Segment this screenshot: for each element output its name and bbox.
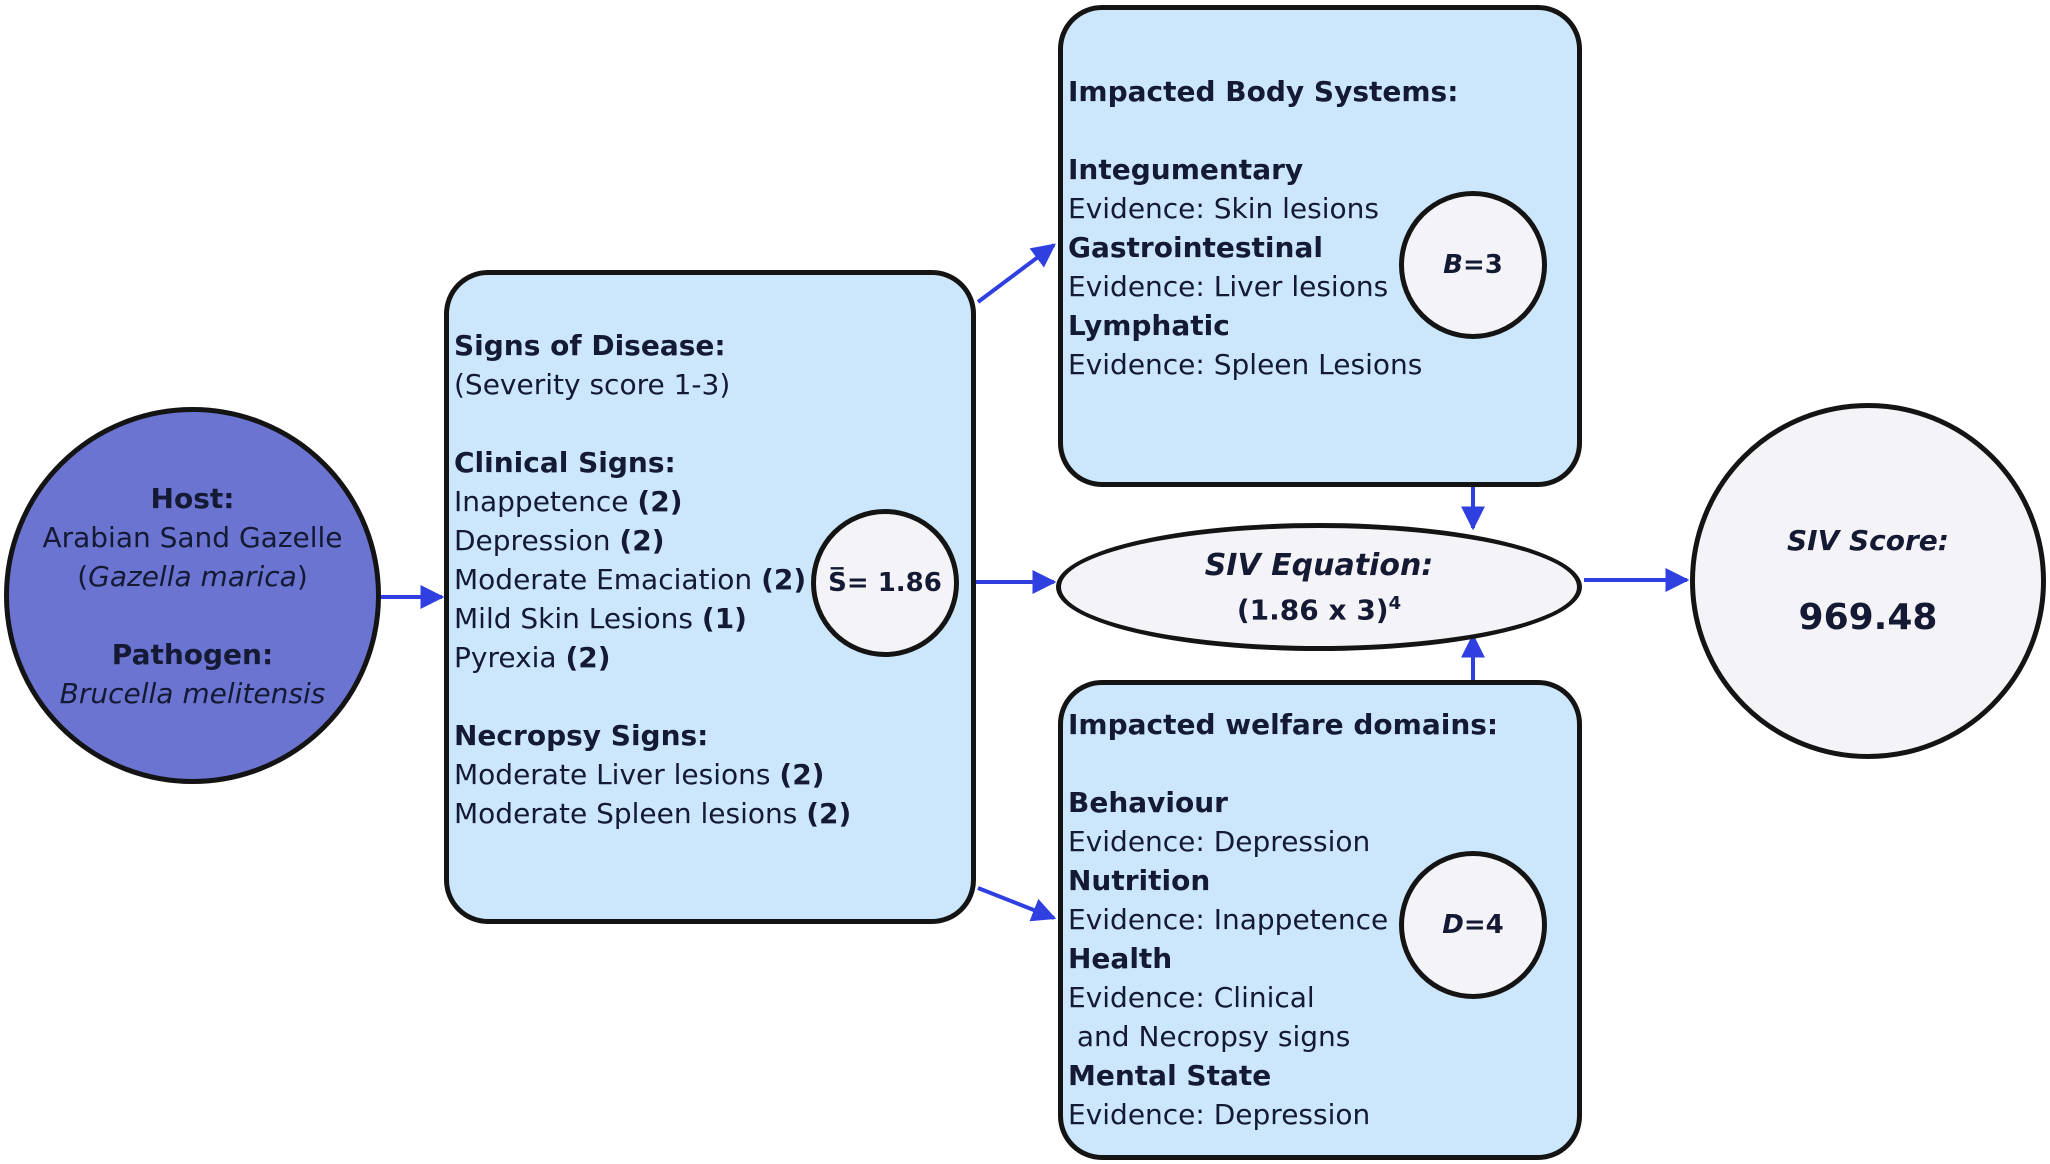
welfare-domain-name: Mental State xyxy=(1068,1059,1272,1092)
necropsy-sign: Moderate Spleen lesions (2) xyxy=(454,797,852,830)
clinical-signs-title: Clinical Signs: xyxy=(454,446,676,479)
body-system-evidence: Evidence: Liver lesions xyxy=(1068,270,1389,303)
necropsy-sign: Moderate Liver lesions (2) xyxy=(454,758,825,791)
necropsy-signs-title: Necropsy Signs: xyxy=(454,719,709,752)
siv-score-circle: SIV Score: 969.48 xyxy=(1690,403,2046,759)
welfare-domain-evidence: Evidence: Depression xyxy=(1068,825,1371,858)
welfare-domain-name: Behaviour xyxy=(1068,786,1228,819)
arrow-signs-to-body-systems xyxy=(976,243,1056,304)
host-species: Gazella marica xyxy=(88,559,297,593)
body-system-name: Gastrointestinal xyxy=(1068,231,1323,264)
body-systems-text: Impacted Body Systems: Integumentary Evi… xyxy=(1068,72,1458,384)
body-system-evidence: Evidence: Skin lesions xyxy=(1068,192,1379,225)
b-score-value: B=3 xyxy=(1443,250,1503,280)
body-systems-title: Impacted Body Systems: xyxy=(1068,75,1459,108)
host-label: Host: xyxy=(150,481,235,515)
mean-severity-circle: S̅= 1.86 xyxy=(811,509,959,657)
signs-subtitle: (Severity score 1-3) xyxy=(454,368,731,401)
welfare-domain-evidence: and Necropsy signs xyxy=(1068,1020,1351,1053)
host-open-paren: ( xyxy=(77,559,89,593)
equation-formula: (1.86 x 3)4 xyxy=(1236,592,1402,627)
pathogen-label: Pathogen: xyxy=(111,637,274,671)
body-system-name: Integumentary xyxy=(1068,153,1304,186)
host-species-line: (Gazella marica) xyxy=(77,557,308,596)
siv-equation-ellipse: SIV Equation: (1.86 x 3)4 xyxy=(1056,523,1582,651)
clinical-sign: Depression (2) xyxy=(454,524,665,557)
welfare-domain-name: Nutrition xyxy=(1068,864,1211,897)
mean-severity-value: S̅= 1.86 xyxy=(828,568,942,598)
d-score-circle: D=4 xyxy=(1399,851,1547,999)
score-value: 969.48 xyxy=(1798,597,1938,638)
score-title: SIV Score: xyxy=(1787,524,1949,557)
equation-title: SIV Equation: xyxy=(1204,547,1434,583)
signs-title: Signs of Disease: xyxy=(454,329,726,362)
welfare-title: Impacted welfare domains: xyxy=(1068,708,1499,741)
d-score-value: D=4 xyxy=(1442,910,1504,940)
b-score-circle: B=3 xyxy=(1399,191,1547,339)
welfare-domain-evidence: Evidence: Clinical xyxy=(1068,981,1315,1014)
host-close-paren: ) xyxy=(296,559,308,593)
clinical-sign: Pyrexia (2) xyxy=(454,641,611,674)
clinical-sign: Inappetence (2) xyxy=(454,485,683,518)
pathogen-name: Brucella melitensis xyxy=(59,676,326,710)
welfare-domain-evidence: Evidence: Inappetence xyxy=(1068,903,1389,936)
welfare-domain-name: Health xyxy=(1068,942,1173,975)
welfare-domains-text: Impacted welfare domains: Behaviour Evid… xyxy=(1068,705,1498,1134)
clinical-sign: Mild Skin Lesions (1) xyxy=(454,602,747,635)
host-name: Arabian Sand Gazelle xyxy=(42,520,343,554)
clinical-sign: Moderate Emaciation (2) xyxy=(454,563,807,596)
arrow-signs-to-welfare xyxy=(977,886,1057,922)
body-system-name: Lymphatic xyxy=(1068,309,1230,342)
welfare-domain-evidence: Evidence: Depression xyxy=(1068,1098,1371,1131)
body-system-evidence: Evidence: Spleen Lesions xyxy=(1068,348,1423,381)
equation-exponent: 4 xyxy=(1388,592,1402,614)
host-pathogen-circle: Host: Arabian Sand Gazelle (Gazella mari… xyxy=(4,407,381,784)
signs-of-disease-text: Signs of Disease: (Severity score 1-3) C… xyxy=(454,326,851,833)
